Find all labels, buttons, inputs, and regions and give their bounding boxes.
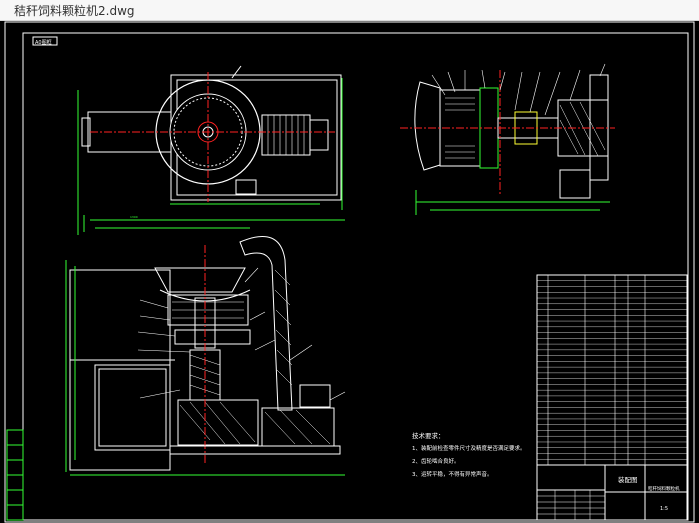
- tech-req-1: 1、装配前检查零件尺寸及精度是否满足要求。: [412, 444, 526, 452]
- parts-table: [536, 274, 688, 466]
- tech-requirements: 技术要求： 1、装配前检查零件尺寸及精度是否满足要求。 2、齿轮啮合良好。 3、…: [412, 431, 526, 478]
- window-title: 秸秆饲料颗粒机2.dwg: [14, 4, 135, 18]
- title-block-label: 装配图: [618, 475, 638, 484]
- tech-req-2: 2、齿轮啮合良好。: [412, 457, 460, 465]
- svg-text:1300: 1300: [130, 215, 138, 219]
- side-section-view: [400, 63, 615, 215]
- stamp-box: [32, 36, 58, 46]
- inner-frame: [22, 32, 689, 521]
- cad-drawing: A0图框: [4, 21, 695, 523]
- title-block-name: 秸秆饲料颗粒机: [648, 485, 680, 492]
- front-view: [65, 235, 346, 476]
- title-block-scale: 1:5: [660, 506, 668, 512]
- title-block: 装配图 秸秆饲料颗粒机 1:5: [536, 464, 688, 521]
- tech-req-3: 3、运转平稳，不得有异常声音。: [412, 470, 493, 478]
- window-titlebar: 秸秆饲料颗粒机2.dwg: [0, 0, 699, 21]
- outer-frame: [4, 21, 695, 523]
- binding-strip: [6, 429, 24, 521]
- drawing-canvas[interactable]: A0图框: [0, 20, 699, 523]
- plan-view: 1300: [77, 65, 345, 235]
- stamp-label: A0图框: [35, 39, 52, 46]
- tech-req-heading: 技术要求：: [412, 431, 445, 440]
